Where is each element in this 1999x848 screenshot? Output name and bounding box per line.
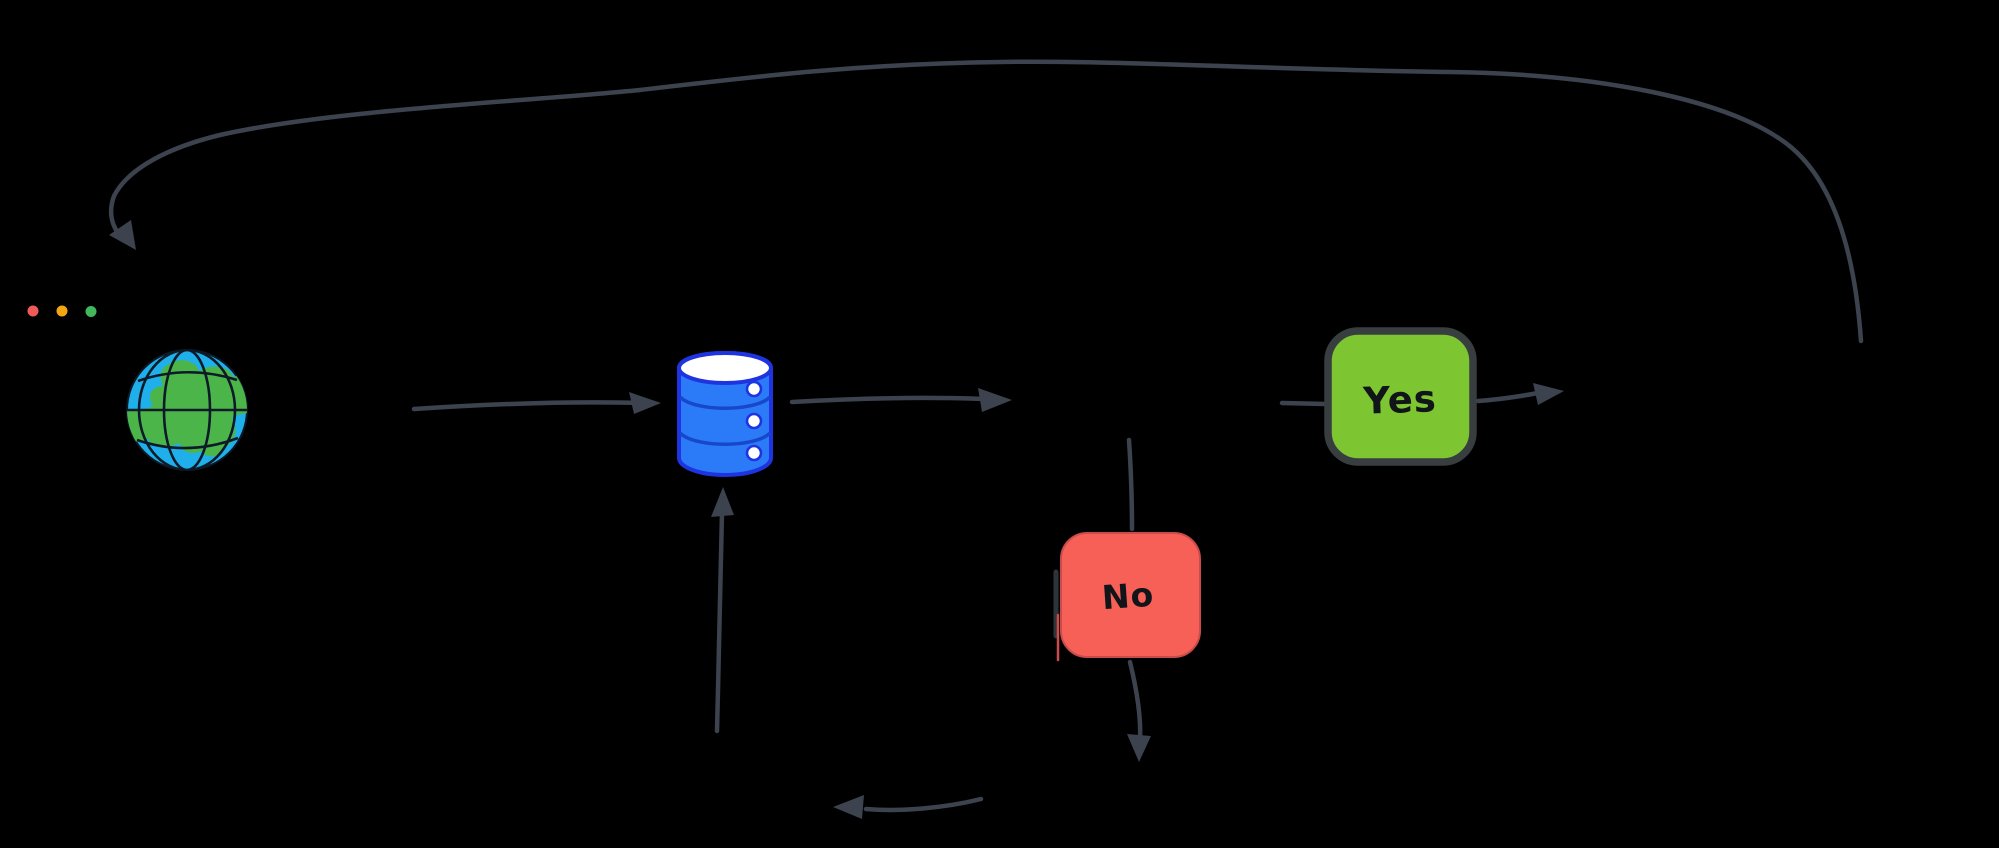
bottom-left-path — [863, 796, 984, 813]
connector-bottom-left — [833, 795, 984, 819]
no-box — [1060, 532, 1201, 658]
bottom-to-database-path — [714, 509, 725, 734]
globe-icon — [126, 349, 248, 471]
globe-continent — [127, 360, 247, 457]
no-down-arrowhead-icon — [1127, 734, 1151, 762]
database-dividers — [678, 395, 772, 446]
connector-decision-to-yes — [1279, 400, 1329, 407]
globe-grid-lines — [127, 350, 247, 470]
connector-bottom-to-database — [711, 487, 734, 734]
database-to-decision-path — [789, 395, 988, 405]
return-loop-arrowhead-icon — [109, 220, 136, 250]
connector-database-to-decision — [789, 388, 1012, 412]
globe-to-database-arrowhead-icon — [629, 392, 661, 414]
database-dots — [745, 380, 763, 462]
database-icon — [677, 350, 773, 478]
connector-globe-to-database — [411, 392, 661, 414]
node-no: No — [1053, 532, 1201, 662]
no-down-path — [1127, 659, 1143, 741]
connector-return-loop — [108, 59, 1864, 344]
no-label: No — [1101, 575, 1156, 618]
window-control-minimize-icon — [56, 305, 68, 317]
connector-decision-to-no — [1126, 437, 1135, 532]
connector-no-down — [1127, 659, 1151, 762]
globe-to-database-path — [411, 400, 643, 412]
yes-out-path — [1475, 390, 1541, 404]
window-control-zoom-icon — [85, 306, 97, 317]
database-to-decision-arrowhead-icon — [978, 388, 1012, 412]
connector-yes-out — [1475, 383, 1564, 405]
node-yes: Yes — [1324, 327, 1477, 466]
yes-box — [1324, 327, 1477, 466]
window-controls — [27, 305, 97, 317]
return-loop-path — [108, 59, 1864, 344]
yes-out-arrowhead-icon — [1533, 383, 1564, 405]
window-control-close-icon — [27, 305, 39, 317]
yes-label: Yes — [1362, 377, 1438, 423]
bottom-left-arrowhead-icon — [833, 795, 864, 819]
bottom-to-database-arrowhead-icon — [711, 487, 734, 517]
database-top — [677, 351, 773, 385]
